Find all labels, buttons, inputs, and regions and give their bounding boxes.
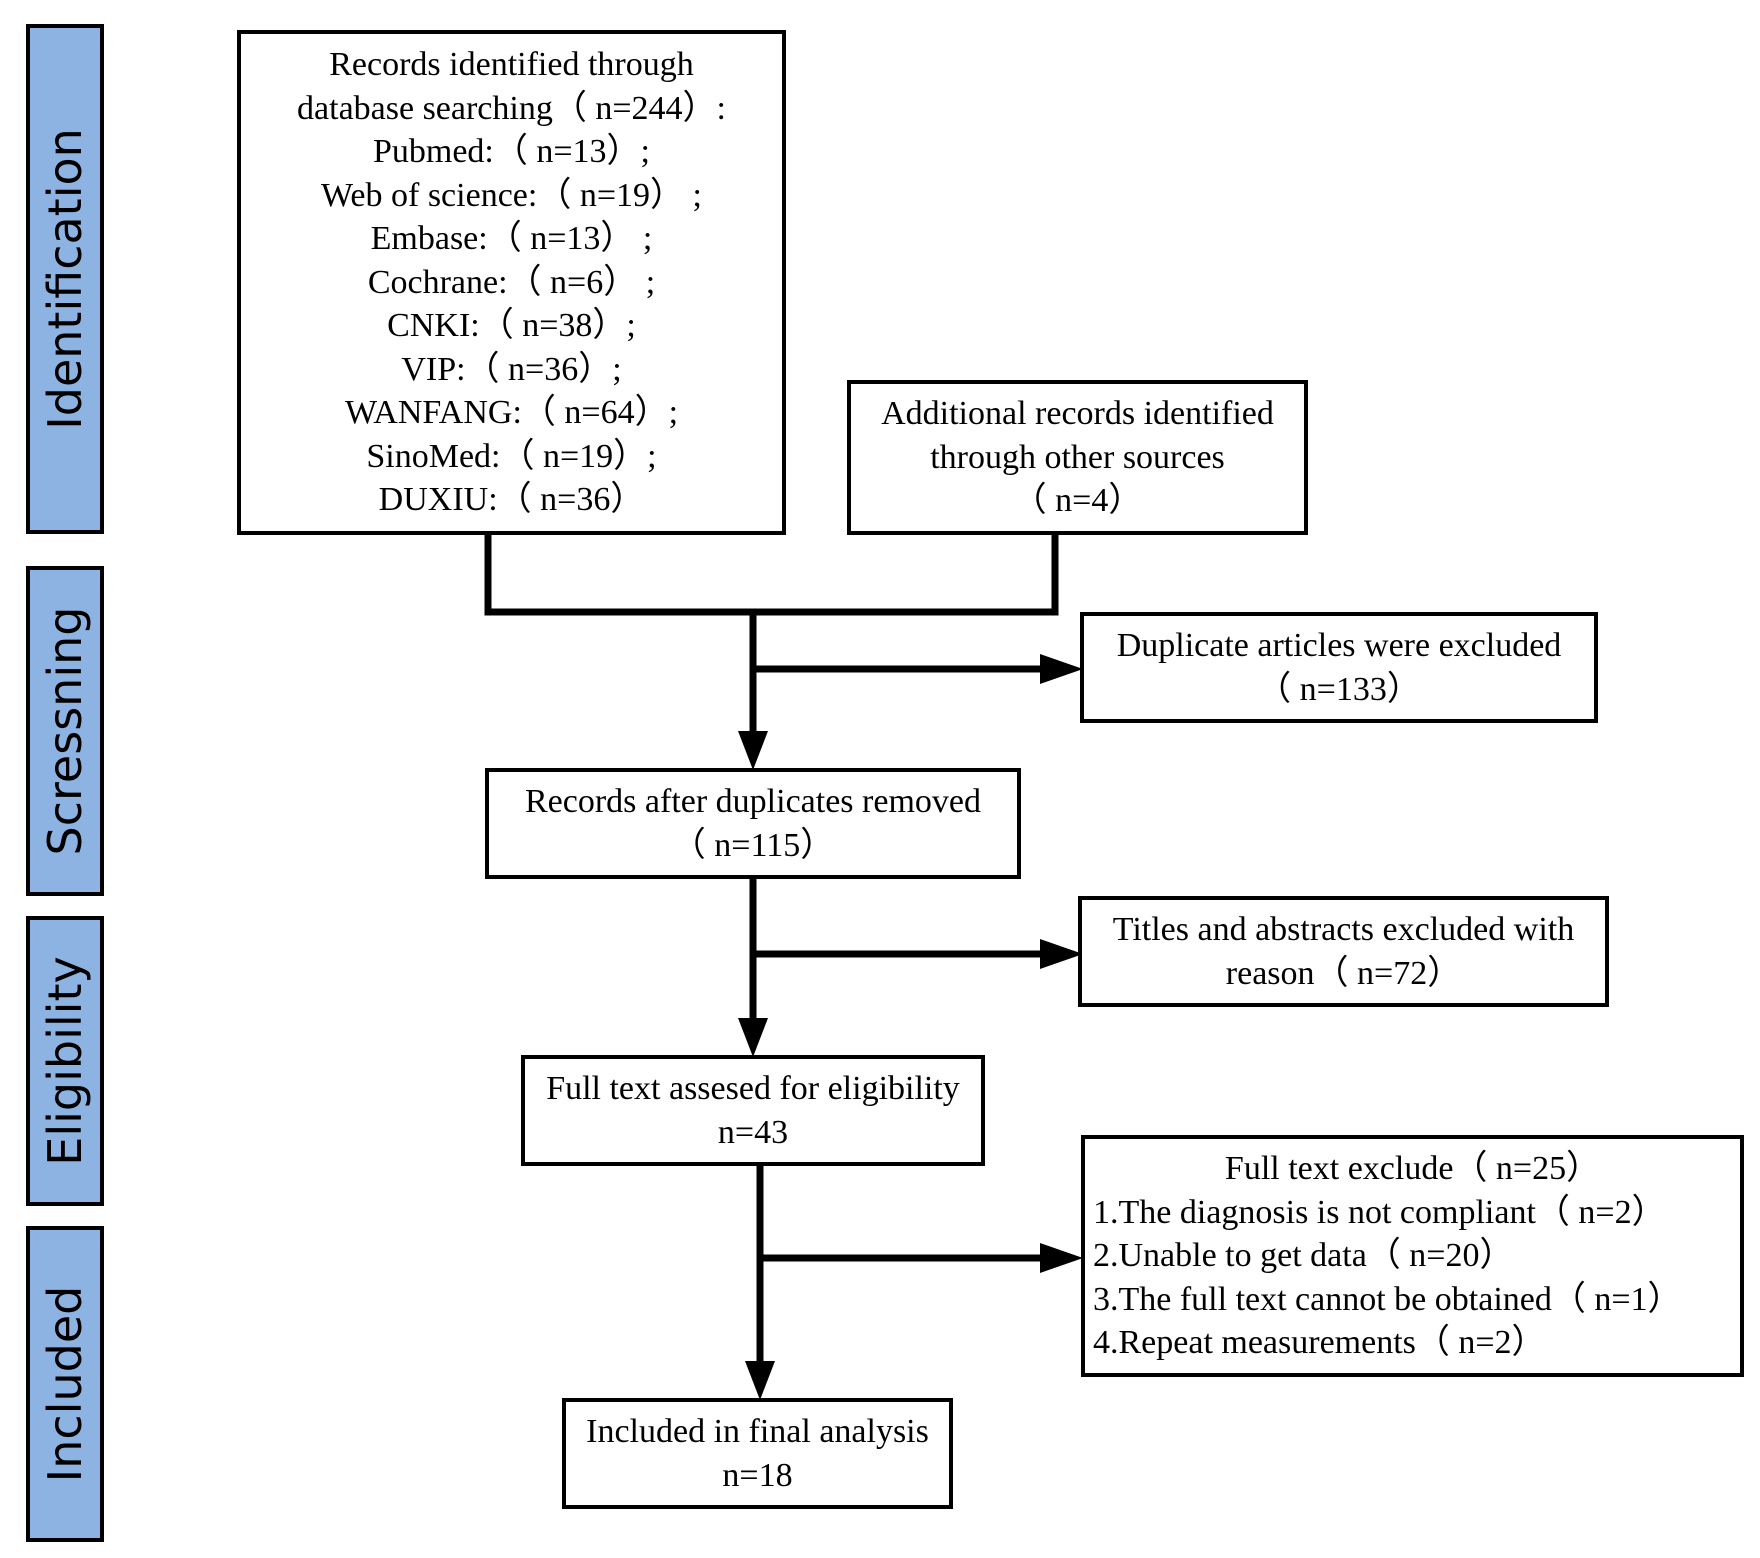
box-text-line: 3.The full text cannot be obtained（ n=1） — [1093, 1280, 1682, 1318]
box-text-line: Embase:（ n=13） ; — [370, 220, 653, 258]
box-text-line: DUXIU:（ n=36） — [378, 481, 645, 519]
box-text-line: 4.Repeat measurements（ n=2） — [1093, 1324, 1546, 1362]
box-text-line: （ n=115） — [671, 826, 835, 864]
box-text-line: Web of science:（ n=19） ; — [321, 176, 702, 214]
box-text-line: n=18 — [722, 1456, 793, 1494]
box-text-line: through other sources — [930, 438, 1225, 476]
box-text-line: VIP:（ n=36）; — [401, 350, 622, 388]
box-text-line: Full text exclude（ n=25） — [1224, 1150, 1601, 1188]
arrowhead-titles — [1040, 939, 1083, 969]
box-text-line: Records identified through — [329, 46, 694, 84]
box-full-text-assessed: Full text assesed for eligibility n=43 — [521, 1055, 985, 1166]
box-text-line: Titles and abstracts excluded with — [1112, 911, 1575, 948]
box-titles-abstracts-excluded: Titles and abstracts excluded with reason… — [1078, 896, 1609, 1007]
box-text-line: Records after duplicates removed — [525, 783, 981, 820]
box-final-analysis: Included in final analysis n=18 — [562, 1398, 953, 1509]
box-other-sources: Additional records identified through oth… — [847, 380, 1308, 535]
box-text-line: SinoMed:（ n=19）; — [366, 437, 657, 475]
merge-connector — [484, 530, 1059, 616]
box-text-line: （ n=133） — [1257, 670, 1421, 708]
box-text-line: Cochrane:（ n=6） ; — [367, 263, 656, 301]
box-text-line: database searching（ n=244）: — [297, 89, 726, 127]
arrowhead-full-text-assessed — [738, 1018, 768, 1057]
stage-screening: Scressning — [26, 566, 104, 896]
box-after-duplicates: Records after duplicates removed （ n=115） — [485, 768, 1021, 879]
box-text-line: Included in final analysis — [586, 1413, 929, 1450]
box-text-line: WANFANG:（ n=64）; — [344, 394, 679, 432]
arrowhead-duplicates — [1040, 654, 1083, 684]
box-text-line: Additional records identified — [881, 395, 1274, 433]
box-text-line: CNKI:（ n=38）; — [387, 307, 636, 345]
box-duplicates-excluded: Duplicate articles were excluded （ n=133） — [1080, 612, 1598, 723]
box-text-line: Full text assesed for eligibility — [546, 1070, 960, 1107]
box-text-line: 2.Unable to get data（ n=20） — [1093, 1237, 1514, 1275]
stage-included: Included — [26, 1226, 104, 1542]
stage-identification: Identification — [26, 24, 104, 534]
box-text-line: reason（ n=72） — [1225, 954, 1462, 992]
box-text-line: 1.The diagnosis is not compliant（ n=2） — [1093, 1193, 1666, 1231]
arrowhead-fulltext-excluded — [1040, 1243, 1083, 1273]
arrowhead-after-duplicates — [738, 731, 768, 770]
box-full-text-excluded: Full text exclude（ n=25） 1.The diagnosis … — [1081, 1135, 1744, 1377]
arrowhead-final-analysis — [745, 1361, 775, 1400]
box-text-line: Duplicate articles were excluded — [1116, 627, 1562, 664]
box-database-search: Records identified through database searc… — [237, 30, 786, 535]
box-text-line: n=43 — [717, 1113, 789, 1151]
box-text-line: Pubmed:（ n=13）; — [372, 133, 650, 171]
stage-eligibility: Eligibility — [26, 916, 104, 1206]
box-text-line: （ n=4） — [1012, 482, 1143, 520]
